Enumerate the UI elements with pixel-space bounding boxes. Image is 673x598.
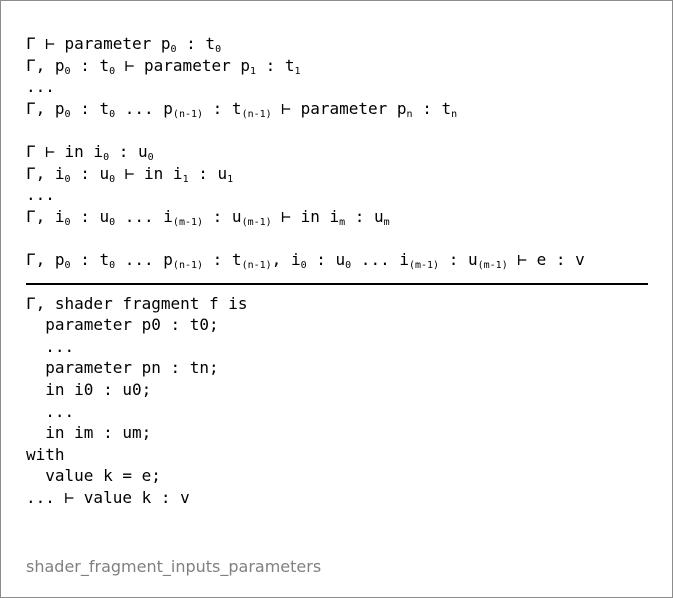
premise-text: : t	[70, 249, 110, 269]
rule-caption: shader_fragment_inputs_parameters	[26, 557, 322, 576]
premise-text: , i	[271, 249, 301, 269]
premise-text: : t	[203, 98, 242, 118]
premise-text: ⊢ in i	[115, 163, 183, 183]
premise-subscript: 0	[103, 151, 110, 163]
conclusion-line: parameter p0 : t0;	[26, 315, 219, 335]
premise-text: : u	[70, 163, 110, 183]
premise-subscript: 0	[109, 259, 116, 271]
premise-text: : u	[306, 249, 346, 269]
premise-subscript: 0	[345, 259, 352, 271]
premise-subscript: (m-1)	[477, 259, 508, 271]
premise-subscript: 0	[300, 259, 307, 271]
premise-subscript: 0	[64, 65, 71, 77]
premise-text: ⊢ in i	[271, 206, 340, 226]
premise-line: Γ, p0 : t0 ⊢ parameter p1 : t1	[26, 55, 648, 77]
premise-text: Γ ⊢ parameter p	[26, 34, 171, 53]
premise-text: ⊢ parameter p	[115, 55, 250, 75]
premise-text: : t	[203, 249, 242, 269]
premise-text: : u	[188, 163, 228, 183]
premise-text: Γ ⊢ in i	[26, 141, 104, 161]
conclusion-line: in i0 : u0;	[26, 379, 152, 399]
premise-text: : u	[439, 249, 478, 269]
conclusion-line: ...	[26, 336, 75, 356]
premise-text: : t	[70, 98, 110, 118]
premise-text: : t	[256, 55, 295, 75]
premise-text: : u	[203, 206, 242, 226]
premise-subscript: n	[406, 108, 413, 120]
premise-line: Γ, i0 : u0 ⊢ in i1 : u1	[26, 163, 648, 185]
premise-text: : t	[70, 55, 110, 75]
premise-text: Γ, i	[26, 163, 65, 183]
premise-subscript: (n-1)	[241, 259, 272, 271]
premise-text: Γ, p	[26, 249, 65, 269]
premise-subscript: 0	[147, 151, 154, 163]
premise-subscript: 1	[249, 65, 257, 77]
premise-subscript: m	[383, 216, 390, 228]
premise-subscript: 0	[64, 216, 71, 228]
premise-subscript: 0	[64, 259, 71, 271]
premise-text: ...	[26, 77, 55, 97]
premise-line: Γ, p0 : t0 ... p(n-1) : t(n-1), i0 : u0 …	[26, 249, 648, 271]
premise-subscript: 1	[294, 65, 301, 77]
conclusion-line: ...	[26, 401, 75, 421]
premise-subscript: 0	[109, 173, 116, 185]
premise-line: ...	[26, 184, 648, 206]
premise-line: ...	[26, 76, 648, 98]
premise-subscript: 0	[109, 65, 116, 77]
premise-subscript: 0	[64, 173, 71, 185]
premise-text: Γ, p	[26, 98, 65, 118]
conclusion-line: value k = e;	[26, 466, 161, 486]
conclusion-line: parameter pn : tn;	[26, 358, 219, 378]
conclusion-line: Γ, shader fragment f is	[26, 293, 248, 313]
premise-text: ... p	[115, 98, 173, 118]
premise-line: Γ, p0 : t0 ... p(n-1) : t(n-1) ⊢ paramet…	[26, 98, 648, 120]
premise-text: ... i	[351, 249, 409, 269]
conclusion-line: in im : um;	[26, 423, 152, 443]
premise-subscript: (m-1)	[172, 216, 204, 228]
premise-subscript: m	[339, 216, 346, 228]
premise-subscript: (n-1)	[172, 108, 204, 120]
premise-subscript: (n-1)	[241, 108, 272, 120]
premise-subscript: 0	[215, 44, 222, 55]
premise-line: Γ ⊢ parameter p0 : t0	[26, 33, 648, 55]
premise-text: ... i	[115, 206, 173, 226]
premise-text: : t	[176, 34, 216, 53]
premise-text: : u	[109, 141, 148, 161]
premise-text: Γ, i	[26, 206, 65, 226]
premise-text: : u	[345, 206, 384, 226]
premise-subscript: 0	[64, 108, 71, 120]
premise-subscript: 0	[109, 108, 116, 120]
conclusion-line: ... ⊢ value k : v	[26, 487, 190, 507]
premise-line: Γ, i0 : u0 ... i(m-1) : u(m-1) ⊢ in im :…	[26, 206, 648, 228]
premise-text: Γ, p	[26, 55, 65, 75]
premise-subscript: n	[451, 108, 458, 120]
premise-text: ...	[26, 185, 55, 205]
premise-text: : t	[412, 98, 452, 118]
premise-subscript: 0	[109, 216, 116, 228]
inference-line	[26, 282, 648, 285]
premise-subscript: (m-1)	[408, 259, 440, 271]
premise-subscript: 1	[227, 173, 234, 185]
premise-subscript: 1	[182, 173, 189, 185]
premise-gap	[26, 119, 648, 141]
premise-text: : u	[70, 206, 110, 226]
premise-line: Γ ⊢ in i0 : u0	[26, 141, 648, 163]
premise-text: ⊢ e : v	[507, 249, 585, 269]
premise-subscript: 0	[170, 44, 177, 55]
conclusion: Γ, shader fragment f is parameter p0 : t…	[26, 293, 648, 509]
premise-gap	[26, 227, 648, 249]
conclusion-line: with	[26, 444, 65, 464]
premise-subscript: (m-1)	[241, 216, 272, 228]
premise-subscript: (n-1)	[172, 259, 204, 271]
premise-text: ⊢ parameter p	[271, 98, 407, 118]
premise-text: ... p	[115, 249, 173, 269]
